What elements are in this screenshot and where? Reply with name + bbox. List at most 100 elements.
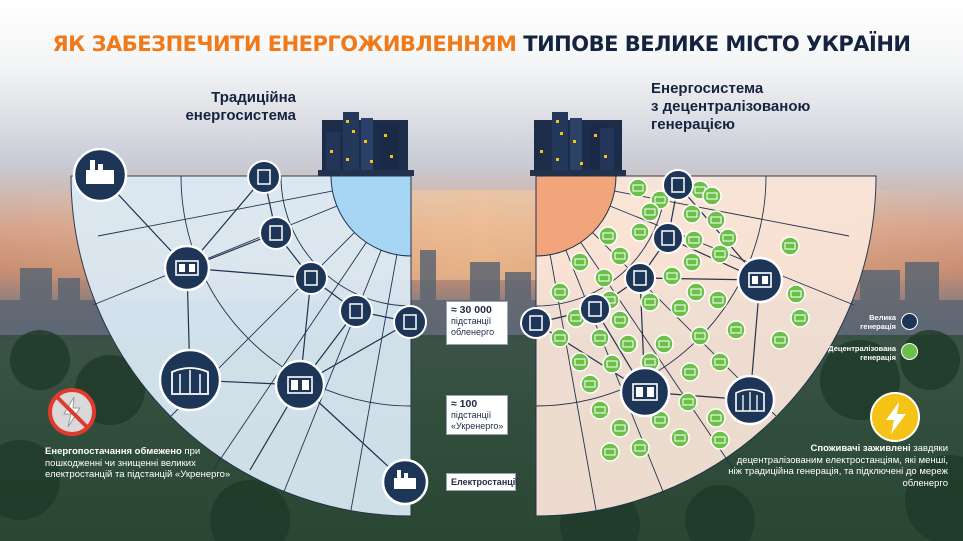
- label-line: підстанції: [451, 316, 492, 326]
- mini-plant-icon: [614, 316, 626, 324]
- decentralized-generation-node: [550, 282, 570, 302]
- oblenergo-substation-node: [662, 169, 694, 201]
- hydro-plant-node: [158, 348, 222, 412]
- ukrenergo-substation-node: [619, 366, 671, 418]
- mini-plant-icon: [632, 184, 644, 192]
- decentralized-generation-node: [610, 418, 630, 438]
- mini-plant-icon: [688, 236, 700, 244]
- decentralized-generation-node: [594, 268, 614, 288]
- decentralized-generation-node: [770, 330, 790, 350]
- mini-plant-icon: [684, 368, 696, 376]
- decentralized-generation-node: [630, 222, 650, 242]
- oblenergo-substation-node: [339, 294, 373, 328]
- decentralized-generation-node: [678, 392, 698, 412]
- heading-line: енергосистема: [185, 107, 296, 124]
- substation-count: ≈ 100: [451, 398, 478, 410]
- mini-plant-icon: [666, 272, 678, 280]
- decentralized-generation-node: [590, 400, 610, 420]
- decentralized-generation-node: [710, 430, 730, 450]
- mini-plant-icon: [594, 334, 606, 342]
- mini-plant-icon: [686, 258, 698, 266]
- oblenergo-substation-node: [520, 307, 552, 339]
- decentralized-generation-node: [670, 428, 690, 448]
- mini-plant-icon: [574, 258, 586, 266]
- mini-plant-icon: [654, 416, 666, 424]
- city-buildings-left: [318, 112, 414, 176]
- mini-plant-icon: [554, 288, 566, 296]
- decentralized-generation-node: [706, 408, 726, 428]
- oblenergo-substation-node: [652, 222, 684, 254]
- mini-plant-icon: [574, 358, 586, 366]
- mini-plant-icon: [594, 406, 606, 414]
- ukrenergo-substations-label: ≈ 100 підстанції «Укренерго»: [446, 395, 508, 435]
- mini-plant-icon: [710, 414, 722, 422]
- traditional-system-note: Енергопостачання обмежено при пошкодженн…: [45, 446, 235, 481]
- mini-plant-icon: [602, 232, 614, 240]
- mini-plant-icon: [584, 380, 596, 388]
- decentralized-generation-node: [640, 202, 660, 222]
- power-plant-legend-node: [381, 458, 429, 506]
- mini-plant-icon: [794, 314, 806, 322]
- page-title: ЯК ЗАБЕЗПЕЧИТИ ЕНЕРГОЖИВЛЕННЯМ ТИПОВЕ ВЕ…: [0, 32, 963, 56]
- mini-plant-icon: [790, 290, 802, 298]
- mini-plant-icon: [730, 326, 742, 334]
- mini-plant-icon: [682, 398, 694, 406]
- decentralized-generation-node: [680, 362, 700, 382]
- decentralized-generation-node: [708, 290, 728, 310]
- power-off-prohibited-icon: [48, 388, 96, 436]
- decentralized-generation-node: [628, 178, 648, 198]
- legend-large-generation: Велика генерація: [860, 313, 896, 331]
- decentralized-generation-node: [654, 334, 674, 354]
- mini-plant-icon: [606, 360, 618, 368]
- mini-plant-icon: [644, 208, 656, 216]
- decentralized-generation-node: [702, 186, 722, 206]
- oblenergo-substation-node: [393, 305, 427, 339]
- traditional-system-heading: Традиційна енергосистема: [150, 89, 296, 125]
- substation-count: ≈ 30 000: [451, 304, 492, 316]
- decentralized-generation-node: [726, 320, 746, 340]
- note-emphasis: Енергопостачання обмежено: [45, 446, 182, 457]
- decentralized-generation-node: [630, 438, 650, 458]
- mini-plant-icon: [614, 424, 626, 432]
- decentralized-generation-node: [790, 308, 810, 328]
- oblenergo-substations-label: ≈ 30 000 підстанції обленерго: [446, 301, 508, 345]
- substation-node: [163, 244, 211, 292]
- decentralized-generation-node: [780, 236, 800, 256]
- heading-line: генерацією: [651, 116, 735, 133]
- decentralized-generation-node: [640, 292, 660, 312]
- mini-plant-icon: [694, 332, 706, 340]
- large-power-plant-node: [72, 147, 128, 203]
- mini-plant-icon: [714, 358, 726, 366]
- decentralized-generation-node: [670, 298, 690, 318]
- hydro-plant-node: [724, 374, 776, 426]
- decentralized-generation-node: [682, 252, 702, 272]
- decentralized-generation-node: [710, 244, 730, 264]
- decentralized-generation-node: [580, 374, 600, 394]
- decentralized-generation-node: [618, 334, 638, 354]
- heading-line: Традиційна: [211, 89, 296, 106]
- label-line: «Укренерго»: [451, 421, 504, 431]
- mini-plant-icon: [598, 274, 610, 282]
- decentralized-generation-node: [610, 310, 630, 330]
- mini-plant-icon: [686, 210, 698, 218]
- title-part-orange: ЯК ЗАБЕЗПЕЧИТИ ЕНЕРГОЖИВЛЕННЯМ: [52, 32, 517, 56]
- decentralized-generation-node: [718, 228, 738, 248]
- decentralized-generation-node: [570, 352, 590, 372]
- decentralized-generation-node: [690, 326, 710, 346]
- mini-plant-icon: [784, 242, 796, 250]
- decentralized-generation-node: [706, 210, 726, 230]
- mini-plant-icon: [658, 340, 670, 348]
- decentralized-system-note: Споживачі заживлені завдяки децентралізо…: [728, 443, 948, 489]
- decentralized-generation-node: [682, 204, 702, 224]
- label-line: підстанції: [451, 410, 492, 420]
- mini-plant-icon: [712, 296, 724, 304]
- mini-plant-icon: [644, 298, 656, 306]
- decentralized-system-heading: Енергосистема з децентралізованою генера…: [651, 80, 871, 134]
- decentralized-generation-node: [786, 284, 806, 304]
- note-emphasis: Споживачі заживлені: [810, 443, 911, 454]
- decentralized-generation-node: [686, 282, 706, 302]
- legend-decentralized-generation: Децентралізована генерація: [828, 344, 896, 362]
- mini-plant-icon: [644, 358, 656, 366]
